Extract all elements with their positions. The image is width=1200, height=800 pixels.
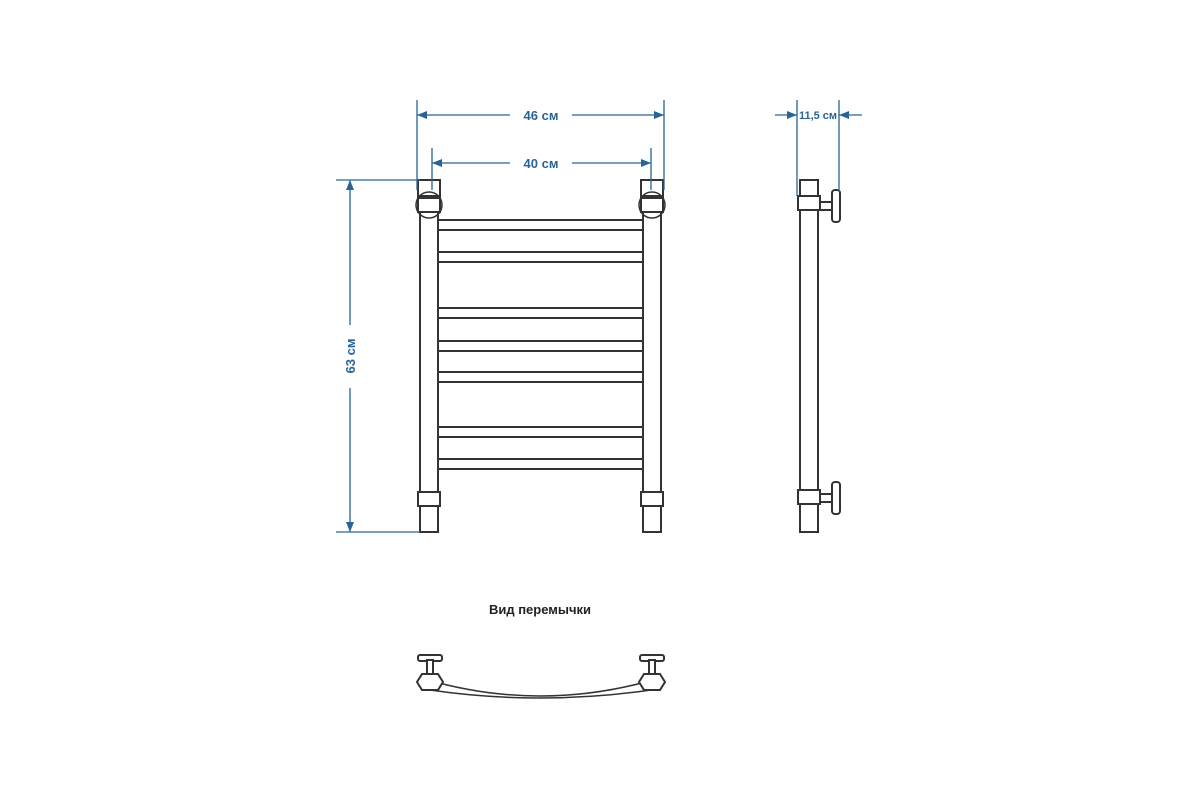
left-post-cap-top <box>417 179 441 197</box>
left-post <box>415 179 443 533</box>
rungs <box>435 219 646 470</box>
bridge-curve-outer <box>427 679 654 697</box>
right-post-coupling-top <box>640 197 664 213</box>
depth-label: 11,5 см <box>799 110 837 122</box>
overall-width-label: 46 см <box>524 108 559 123</box>
inner-width-label: 40 см <box>524 156 559 171</box>
left-post-coupling-top <box>417 197 441 213</box>
side-post-tube <box>799 179 819 533</box>
bridge-left-nut <box>415 673 445 691</box>
rung <box>435 371 646 383</box>
rung <box>435 307 646 319</box>
dimension-overall-width: 46 см <box>416 100 665 190</box>
bridge-view-caption: Вид перемычки <box>489 602 591 617</box>
height-label: 63 см <box>343 339 358 374</box>
rung <box>435 251 646 263</box>
front-view <box>415 179 666 533</box>
rung <box>435 426 646 438</box>
side-coupling-top <box>797 195 821 211</box>
side-coupling-bottom <box>797 489 821 505</box>
side-view <box>797 179 841 533</box>
rung <box>435 340 646 352</box>
dimension-inner-width: 40 см <box>431 148 652 190</box>
bridge-right-arm <box>648 659 656 675</box>
right-mount-ring <box>638 191 666 219</box>
rung <box>435 458 646 470</box>
dimension-height: 63 см <box>336 179 420 533</box>
dimension-depth: 11,5 см <box>775 100 862 196</box>
left-post-coupling-bottom <box>417 491 441 507</box>
bridge-right-nut <box>637 673 667 691</box>
side-bracket-flange-top <box>831 189 841 223</box>
right-post-cap-top <box>640 179 664 197</box>
side-bracket-flange-bottom <box>831 481 841 515</box>
left-mount-ring <box>415 191 443 219</box>
right-post <box>638 179 666 533</box>
bridge-view <box>415 654 667 699</box>
rung <box>435 219 646 231</box>
right-post-coupling-bottom <box>640 491 664 507</box>
right-post-tube <box>642 179 662 533</box>
bridge-left-arm <box>426 659 434 675</box>
left-post-tube <box>419 179 439 533</box>
bridge-curve-inner <box>429 689 652 699</box>
